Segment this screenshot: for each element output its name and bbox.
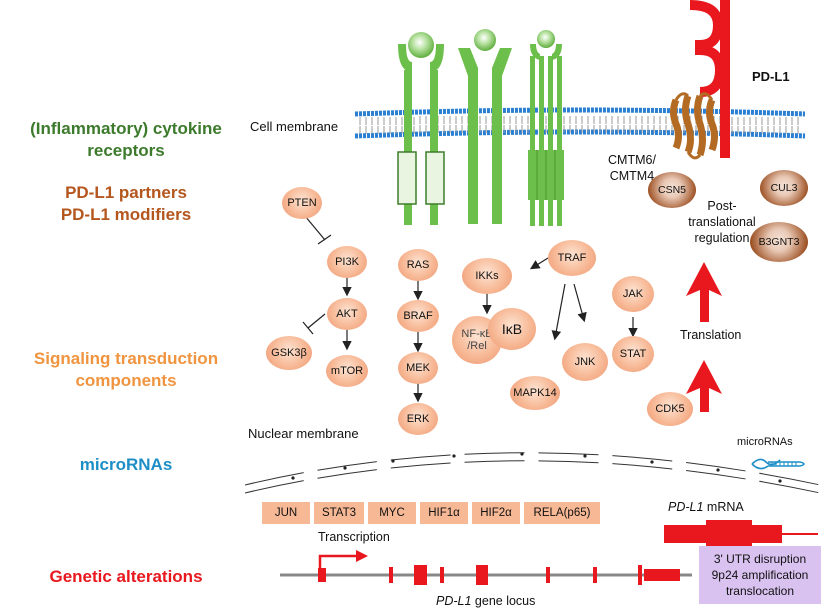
node-stat: STAT bbox=[612, 336, 654, 372]
nuclear-membrane-label: Nuclear membrane bbox=[248, 426, 359, 441]
transcription-label: Transcription bbox=[318, 530, 390, 544]
node-b3gnt3: B3GNT3 bbox=[750, 222, 808, 262]
inhibition-marks bbox=[302, 215, 332, 335]
section-cytokine-line1: (Inflammatory) cytokine bbox=[30, 119, 222, 138]
cmtm-label-line1: CMTM6/ bbox=[608, 153, 656, 167]
cmtm-label: CMTM6/ CMTM4 bbox=[608, 152, 656, 184]
ptr-line3: regulation bbox=[694, 231, 750, 245]
tf-box-jun: JUN bbox=[262, 502, 310, 524]
node-cdk5: CDK5 bbox=[647, 392, 693, 426]
alteration-amplification: 9p24 amplification bbox=[711, 568, 809, 582]
node-ras: RAS bbox=[398, 249, 438, 281]
section-pdl1-partners: PD-L1 partners PD-L1 modifiers bbox=[6, 182, 246, 226]
tf-box-hif2a: HIF2α bbox=[472, 502, 520, 524]
nfkb-line2: /Rel bbox=[467, 340, 487, 352]
nuclear-membrane bbox=[244, 452, 826, 495]
section-cytokine-line2: receptors bbox=[87, 141, 165, 160]
node-jak: JAK bbox=[612, 276, 654, 312]
genetic-alterations-box: 3' UTR disruption 9p24 amplification tra… bbox=[699, 546, 821, 604]
section-signaling: Signaling transduction components bbox=[6, 348, 246, 392]
micrornas-small-label: microRNAs bbox=[737, 436, 793, 448]
alteration-utr: 3' UTR disruption bbox=[713, 552, 807, 566]
tf-box-rela: RELA(p65) bbox=[524, 502, 600, 524]
node-traf: TRAF bbox=[548, 240, 596, 276]
cmtm-label-line2: CMTM4 bbox=[609, 169, 655, 183]
node-gsk3b: GSK3β bbox=[266, 336, 312, 370]
node-ikks: IKKs bbox=[462, 258, 512, 294]
tf-box-stat3: STAT3 bbox=[314, 502, 364, 524]
pdl1-molecule bbox=[689, 0, 730, 158]
signaling-arrows bbox=[342, 257, 638, 403]
translation-arrows bbox=[686, 262, 722, 412]
locus-label-italic: PD-L1 bbox=[436, 594, 472, 608]
node-braf: BRAF bbox=[397, 300, 439, 332]
alteration-translocation: translocation bbox=[725, 584, 795, 598]
mrna-label-rest: mRNA bbox=[703, 500, 744, 514]
section-genetic-alterations: Genetic alterations bbox=[49, 567, 203, 586]
cytokine-receptor-1 bbox=[397, 32, 445, 225]
pdl1-mrna bbox=[664, 520, 818, 548]
node-pi3k: PI3K bbox=[327, 246, 367, 278]
microrna-hairpin-icon bbox=[751, 458, 805, 470]
node-jnk: JNK bbox=[562, 343, 608, 381]
gene-locus bbox=[280, 550, 692, 585]
pdl1-mrna-label: PD-L1 mRNA bbox=[668, 500, 744, 514]
section-cytokine-receptors: (Inflammatory) cytokine receptors bbox=[6, 118, 246, 162]
gene-locus-label: PD-L1 gene locus bbox=[436, 594, 535, 608]
cytokine-receptor-3 bbox=[528, 30, 564, 226]
node-cul3: CUL3 bbox=[760, 170, 808, 206]
node-erk: ERK bbox=[398, 403, 438, 435]
tf-box-myc: MYC bbox=[368, 502, 416, 524]
ptr-line2: translational bbox=[688, 215, 756, 229]
nfkb-line1: NF-κB bbox=[461, 328, 493, 340]
node-mtor: mTOR bbox=[326, 355, 368, 387]
mrna-label-italic: PD-L1 bbox=[668, 500, 704, 514]
tf-box-hif1a: HIF1α bbox=[420, 502, 468, 524]
section-micrornas: microRNAs bbox=[79, 455, 173, 474]
node-pten: PTEN bbox=[282, 187, 322, 219]
pdl1-label: PD-L1 bbox=[752, 69, 790, 84]
node-akt: AKT bbox=[327, 298, 367, 330]
cytokine-receptor-2 bbox=[458, 29, 512, 224]
cell-membrane-bilayer bbox=[354, 107, 806, 139]
post-translational-label: Post- translational regulation bbox=[682, 198, 762, 246]
ptr-line1: Post- bbox=[707, 199, 737, 213]
section-signaling-line1: Signaling transduction bbox=[33, 349, 219, 368]
translation-label: Translation bbox=[680, 328, 742, 342]
node-mek: MEK bbox=[398, 352, 438, 384]
section-signaling-line2: components bbox=[75, 371, 177, 390]
node-csn5: CSN5 bbox=[648, 172, 696, 208]
locus-label-rest: gene locus bbox=[471, 594, 536, 608]
cmtm-helices bbox=[670, 92, 718, 160]
node-ikb: IκB bbox=[488, 308, 536, 350]
section-partners-line2: PD-L1 modifiers bbox=[60, 205, 192, 224]
cell-membrane-label: Cell membrane bbox=[250, 119, 339, 134]
section-partners-line1: PD-L1 partners bbox=[65, 183, 187, 202]
node-mapk14: MAPK14 bbox=[510, 376, 560, 410]
